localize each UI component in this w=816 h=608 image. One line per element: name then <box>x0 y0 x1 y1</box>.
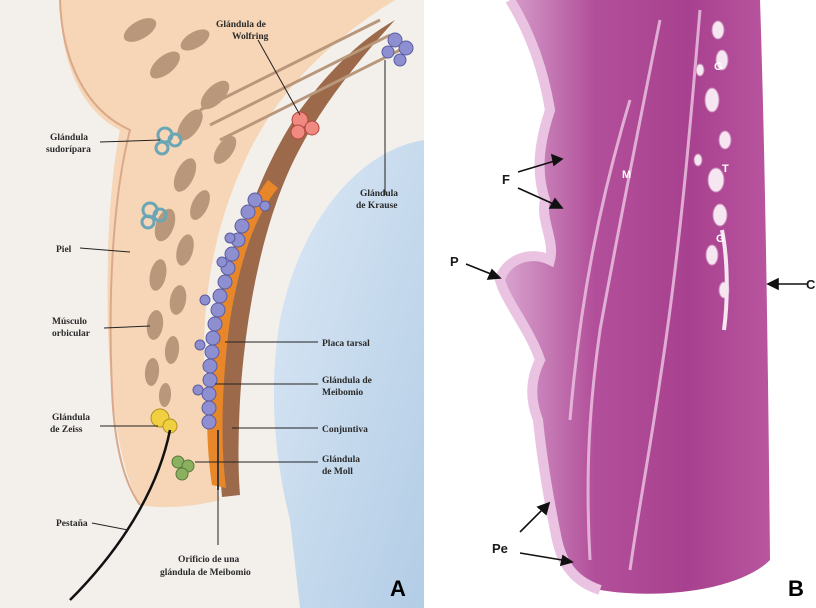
label-placa-tarsal: Placa tarsal <box>322 339 370 349</box>
label-conjuntiva: Conjuntiva <box>322 425 368 435</box>
label-moll-1: Glándula <box>322 455 360 465</box>
label-moll-2: de Moll <box>322 467 353 477</box>
label-orificio-1: Orificio de una <box>178 555 239 565</box>
label-sudoripara-1: Glándula <box>50 133 88 143</box>
label-musculo-2: orbicular <box>52 329 91 339</box>
label-zeiss-1: Glándula <box>52 413 90 423</box>
label-G-top: G <box>714 61 723 73</box>
label-Pe: Pe <box>492 541 508 556</box>
panel-b-letter: B <box>788 576 804 601</box>
label-sudoripara-2: sudorípara <box>46 145 91 155</box>
label-wolfring-1: Glándula de <box>216 20 266 30</box>
label-M: M <box>622 169 631 181</box>
label-piel: Piel <box>56 245 72 255</box>
label-C: C <box>806 277 816 292</box>
label-meibomio-1: Glándula de <box>322 376 372 386</box>
panel-b: G M T G F P C Pe B <box>430 0 816 608</box>
panel-a: Glándula de Wolfring Glándula sudorípara… <box>0 0 424 608</box>
label-krause-2: de Krause <box>356 201 397 211</box>
label-T: T <box>722 163 729 175</box>
label-krause-1: Glándula <box>360 189 398 199</box>
label-G-bottom: G <box>716 233 725 245</box>
label-zeiss-2: de Zeiss <box>50 425 83 435</box>
label-F: F <box>502 172 510 187</box>
label-orificio-2: glándula de Meibomio <box>160 568 251 578</box>
panel-divider <box>424 0 430 608</box>
label-P: P <box>450 254 459 269</box>
label-pestana: Pestaña <box>56 519 88 529</box>
panel-a-letter: A <box>390 576 406 601</box>
label-musculo-1: Músculo <box>52 317 87 327</box>
label-wolfring-2: Wolfring <box>232 32 269 42</box>
label-meibomio-2: Meibomio <box>322 388 363 398</box>
